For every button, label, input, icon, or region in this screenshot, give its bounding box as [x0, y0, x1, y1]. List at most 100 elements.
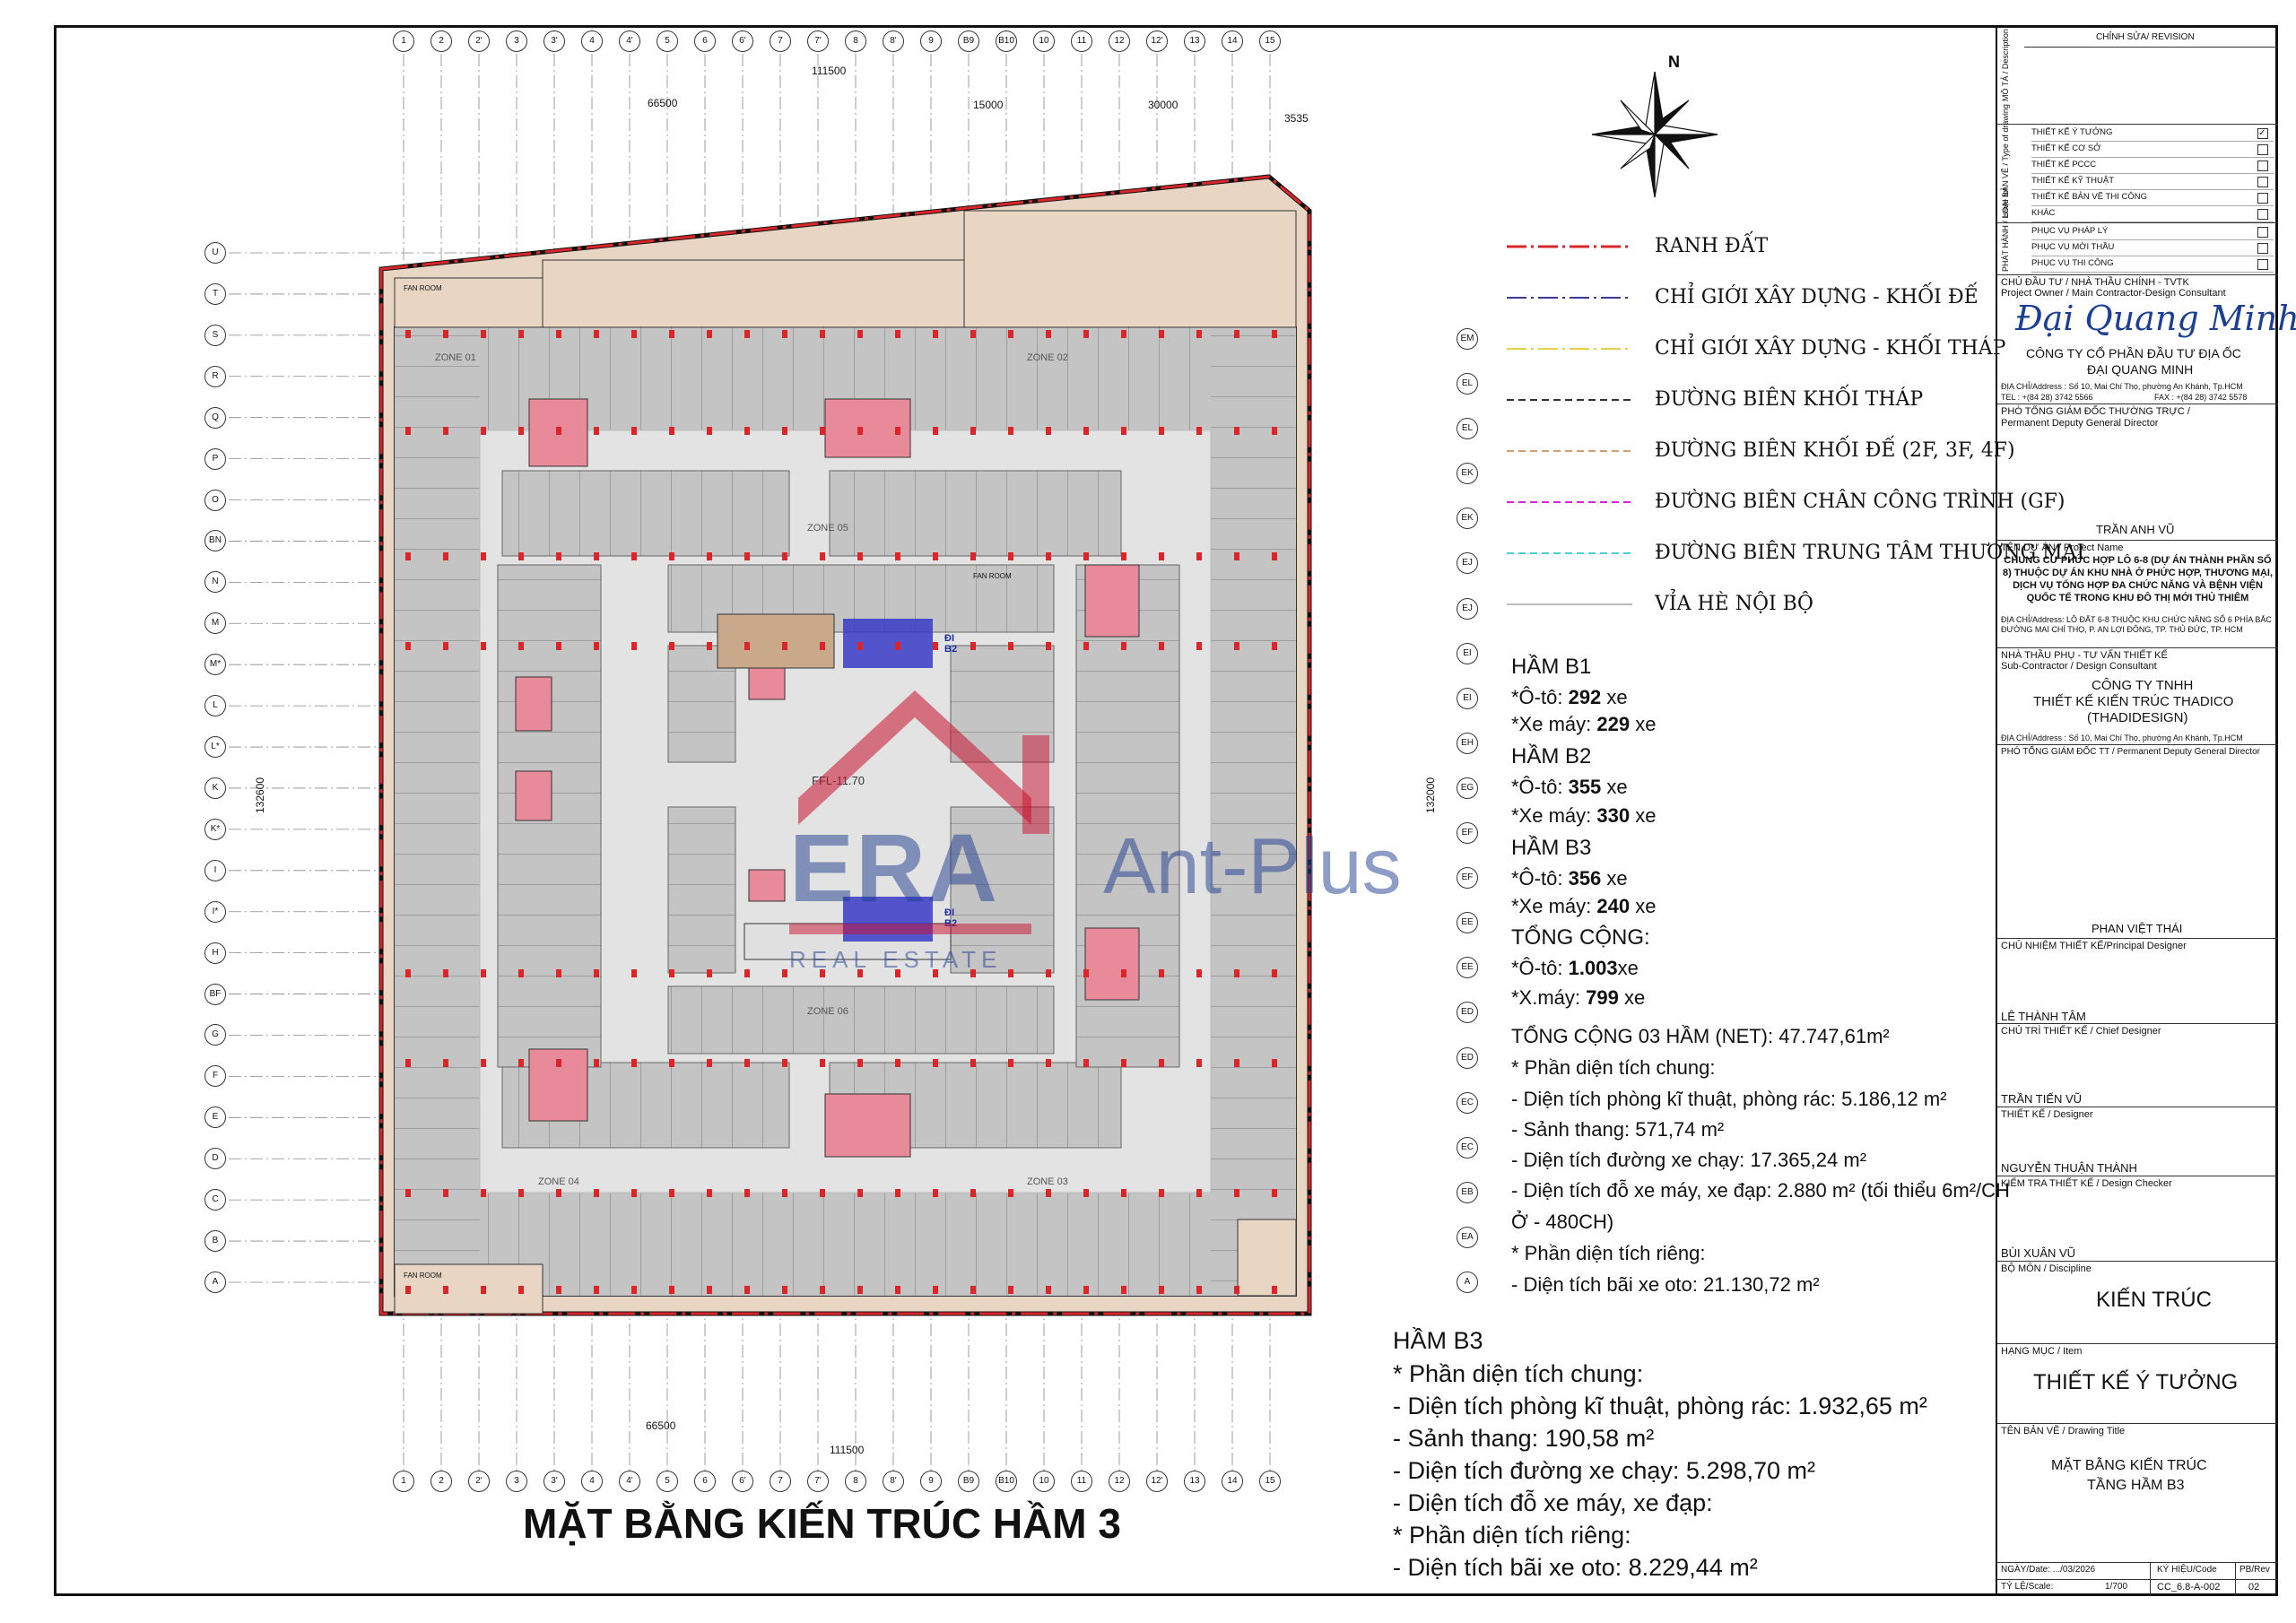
column	[1046, 1286, 1051, 1294]
fan-room-label: FAN ROOM	[404, 284, 442, 292]
grid-label-bottom: 15	[1259, 1471, 1281, 1492]
site-boundary-red	[379, 175, 1311, 1315]
column	[820, 330, 825, 338]
tb-code-label: KÝ HIỆU/Code	[2157, 1565, 2217, 1575]
column	[1234, 427, 1239, 435]
checkbox[interactable]	[2257, 161, 2268, 171]
column	[669, 642, 674, 650]
column	[857, 330, 863, 338]
parking-island	[667, 806, 736, 974]
type-label: KHÁC	[2031, 208, 2056, 218]
column	[782, 1286, 787, 1294]
issue-row: PHỤC VỤ PHÁP LÝ	[2031, 224, 2274, 240]
column	[707, 330, 712, 338]
grid-label-top: 7'	[807, 30, 829, 52]
checkbox[interactable]	[2257, 193, 2268, 204]
column	[631, 1059, 637, 1067]
zone-label: ZONE 06	[807, 1006, 848, 1017]
grid-label-right: EL	[1457, 373, 1478, 395]
checkbox[interactable]: ✓	[2257, 128, 2268, 139]
legend-label: CHỈ GIỚI XÂY DỰNG - KHỐI THÁP	[1655, 337, 2006, 360]
grid-label-left: E	[204, 1107, 226, 1129]
tb-sub-label: NHÀ THẦU PHỤ - TƯ VẤN THIẾT KẾ	[2001, 650, 2168, 661]
tb-company2: ĐẠI QUANG MINH	[2087, 362, 2194, 377]
core	[1084, 564, 1140, 638]
core	[515, 676, 552, 732]
tb-item-val: THIẾT KẾ Ý TƯỞNG	[2033, 1370, 2239, 1394]
column	[1121, 552, 1126, 560]
drawing-title: MẶT BẰNG KIẾN TRÚC HẦM 3	[523, 1500, 1121, 1547]
dim-bottom-a: 66500	[646, 1419, 676, 1432]
grid-label-bottom: 8	[845, 1471, 866, 1492]
column	[594, 642, 599, 650]
column	[1234, 1059, 1239, 1067]
grid-label-bottom: 4'	[619, 1471, 640, 1492]
column	[669, 1286, 674, 1294]
column	[556, 1059, 561, 1067]
column	[481, 969, 486, 977]
type-label: THIẾT KẾ Ý TƯỞNG	[2031, 127, 2113, 137]
column	[820, 969, 825, 977]
b3-detail-l4: - Diện tích đỗ xe máy, xe đạp:	[1393, 1489, 1713, 1516]
grid-label-right: EJ	[1457, 552, 1478, 575]
north-label: N	[1668, 53, 1680, 71]
column	[1046, 969, 1051, 977]
grid-label-left: A	[204, 1271, 226, 1293]
column	[631, 969, 637, 977]
column	[1159, 642, 1164, 650]
checkbox[interactable]	[2257, 144, 2268, 155]
b1-car: *Ô-tô: 292 xe	[1511, 686, 1628, 708]
column	[594, 1286, 599, 1294]
tb-signer4: TRẦN TIẾN VŨ	[2001, 1092, 2083, 1106]
column	[405, 427, 411, 435]
column	[518, 330, 524, 338]
grid-label-right: EF	[1457, 822, 1478, 845]
grid-label-top: B9	[958, 30, 979, 52]
column	[1083, 1189, 1089, 1197]
column	[669, 330, 674, 338]
tb-sub-deputy: PHÓ TỔNG GIÁM ĐỐC TT / Permanent Deputy …	[2001, 747, 2260, 757]
total-title: TỔNG CỘNG:	[1511, 925, 1650, 950]
tb-signer5: NGUYỄN THUẬN THÀNH	[2001, 1161, 2137, 1175]
column	[631, 1189, 637, 1197]
column	[556, 1286, 561, 1294]
grid-label-left: M*	[204, 654, 226, 676]
grid-label-top: 7	[770, 30, 791, 52]
column	[1234, 1286, 1239, 1294]
tb-designer: THIẾT KẾ / Designer	[2001, 1109, 2093, 1120]
grid-label-right: EJ	[1457, 597, 1478, 620]
b1-moto: *Xe máy: 229 xe	[1511, 713, 1657, 735]
column	[707, 1059, 712, 1067]
column	[443, 1286, 448, 1294]
b2-moto: *Xe máy: 330 xe	[1511, 804, 1657, 827]
checkbox[interactable]	[2257, 259, 2268, 270]
legend-label: CHỈ GIỚI XÂY DỰNG - KHỐI ĐẾ	[1655, 286, 1979, 308]
column	[1234, 330, 1239, 338]
tb-scale-label: TỶ LỆ/Scale:	[2001, 1582, 2054, 1592]
column	[933, 552, 938, 560]
column	[820, 1189, 825, 1197]
grid-label-left: M	[204, 612, 226, 635]
column	[1159, 552, 1164, 560]
column	[405, 642, 411, 650]
tb-owner-label-en: Project Owner / Main Contractor-Design C…	[2001, 288, 2226, 299]
grid-label-bottom: 2'	[468, 1471, 490, 1492]
b3-detail-l3: - Diện tích đường xe chạy: 5.298,70 m²	[1393, 1457, 1816, 1484]
tb-company: CÔNG TY CỔ PHẦN ĐẦU TƯ ĐỊA ỐC	[2026, 346, 2241, 360]
common-2: - Sảnh thang: 571,74 m²	[1511, 1118, 1725, 1141]
grid-label-right: EK	[1457, 463, 1478, 485]
watermark-era: ERA	[789, 813, 1000, 922]
fan-room-label: FAN ROOM	[404, 1271, 442, 1280]
parking-island	[501, 470, 790, 557]
column	[1159, 969, 1164, 977]
column	[970, 1286, 976, 1294]
checkbox[interactable]	[2257, 177, 2268, 187]
checkbox[interactable]	[2257, 209, 2268, 220]
column	[669, 969, 674, 977]
column	[443, 1189, 448, 1197]
column	[857, 1189, 863, 1197]
checkbox[interactable]	[2257, 243, 2268, 254]
issue-row: PHỤC VỤ THI CÔNG	[2031, 256, 2274, 273]
checkbox[interactable]	[2257, 227, 2268, 238]
column	[1272, 642, 1277, 650]
